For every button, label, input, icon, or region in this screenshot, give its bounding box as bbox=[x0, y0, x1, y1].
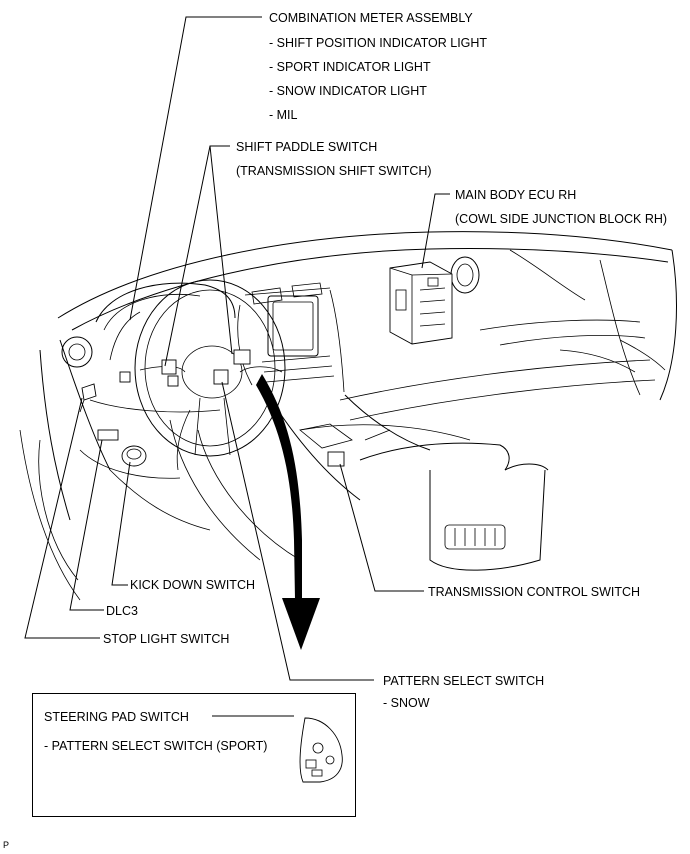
label-sport-light: - SPORT INDICATOR LIGHT bbox=[269, 60, 431, 74]
label-shift-position-light: - SHIFT POSITION INDICATOR LIGHT bbox=[269, 36, 488, 50]
label-snow: - SNOW bbox=[383, 696, 430, 710]
leader-lines bbox=[24, 16, 450, 717]
label-cowl-side: (COWL SIDE JUNCTION BLOCK RH) bbox=[455, 212, 668, 226]
label-kick-down: KICK DOWN SWITCH bbox=[130, 578, 255, 592]
steering-pad-inset bbox=[299, 717, 343, 783]
label-stop-light: STOP LIGHT SWITCH bbox=[103, 632, 230, 646]
under-dash-parts bbox=[79, 371, 147, 467]
label-main-body-ecu: MAIN BODY ECU RH bbox=[455, 188, 577, 202]
inset-frame bbox=[32, 693, 356, 817]
label-steering-pad: STEERING PAD SWITCH bbox=[44, 710, 189, 724]
main-body-ecu bbox=[389, 261, 453, 345]
label-pattern-select: PATTERN SELECT SWITCH bbox=[383, 674, 545, 688]
label-snow-light: - SNOW INDICATOR LIGHT bbox=[269, 84, 427, 98]
label-combination-meter: COMBINATION METER ASSEMBLY bbox=[269, 11, 473, 25]
label-dlc3: DLC3 bbox=[106, 604, 138, 618]
label-shift-paddle: SHIFT PADDLE SWITCH bbox=[236, 140, 378, 154]
corner-code: P bbox=[3, 840, 10, 850]
label-transmission-control: TRANSMISSION CONTROL SWITCH bbox=[428, 585, 641, 599]
steering-wheel bbox=[134, 279, 286, 471]
label-pattern-select-sport: - PATTERN SELECT SWITCH (SPORT) bbox=[44, 739, 268, 753]
curved-arrow-icon bbox=[256, 374, 320, 650]
label-transmission-shift: (TRANSMISSION SHIFT SWITCH) bbox=[236, 164, 432, 178]
label-mil: - MIL bbox=[269, 108, 298, 122]
dashboard-outline bbox=[19, 231, 677, 601]
